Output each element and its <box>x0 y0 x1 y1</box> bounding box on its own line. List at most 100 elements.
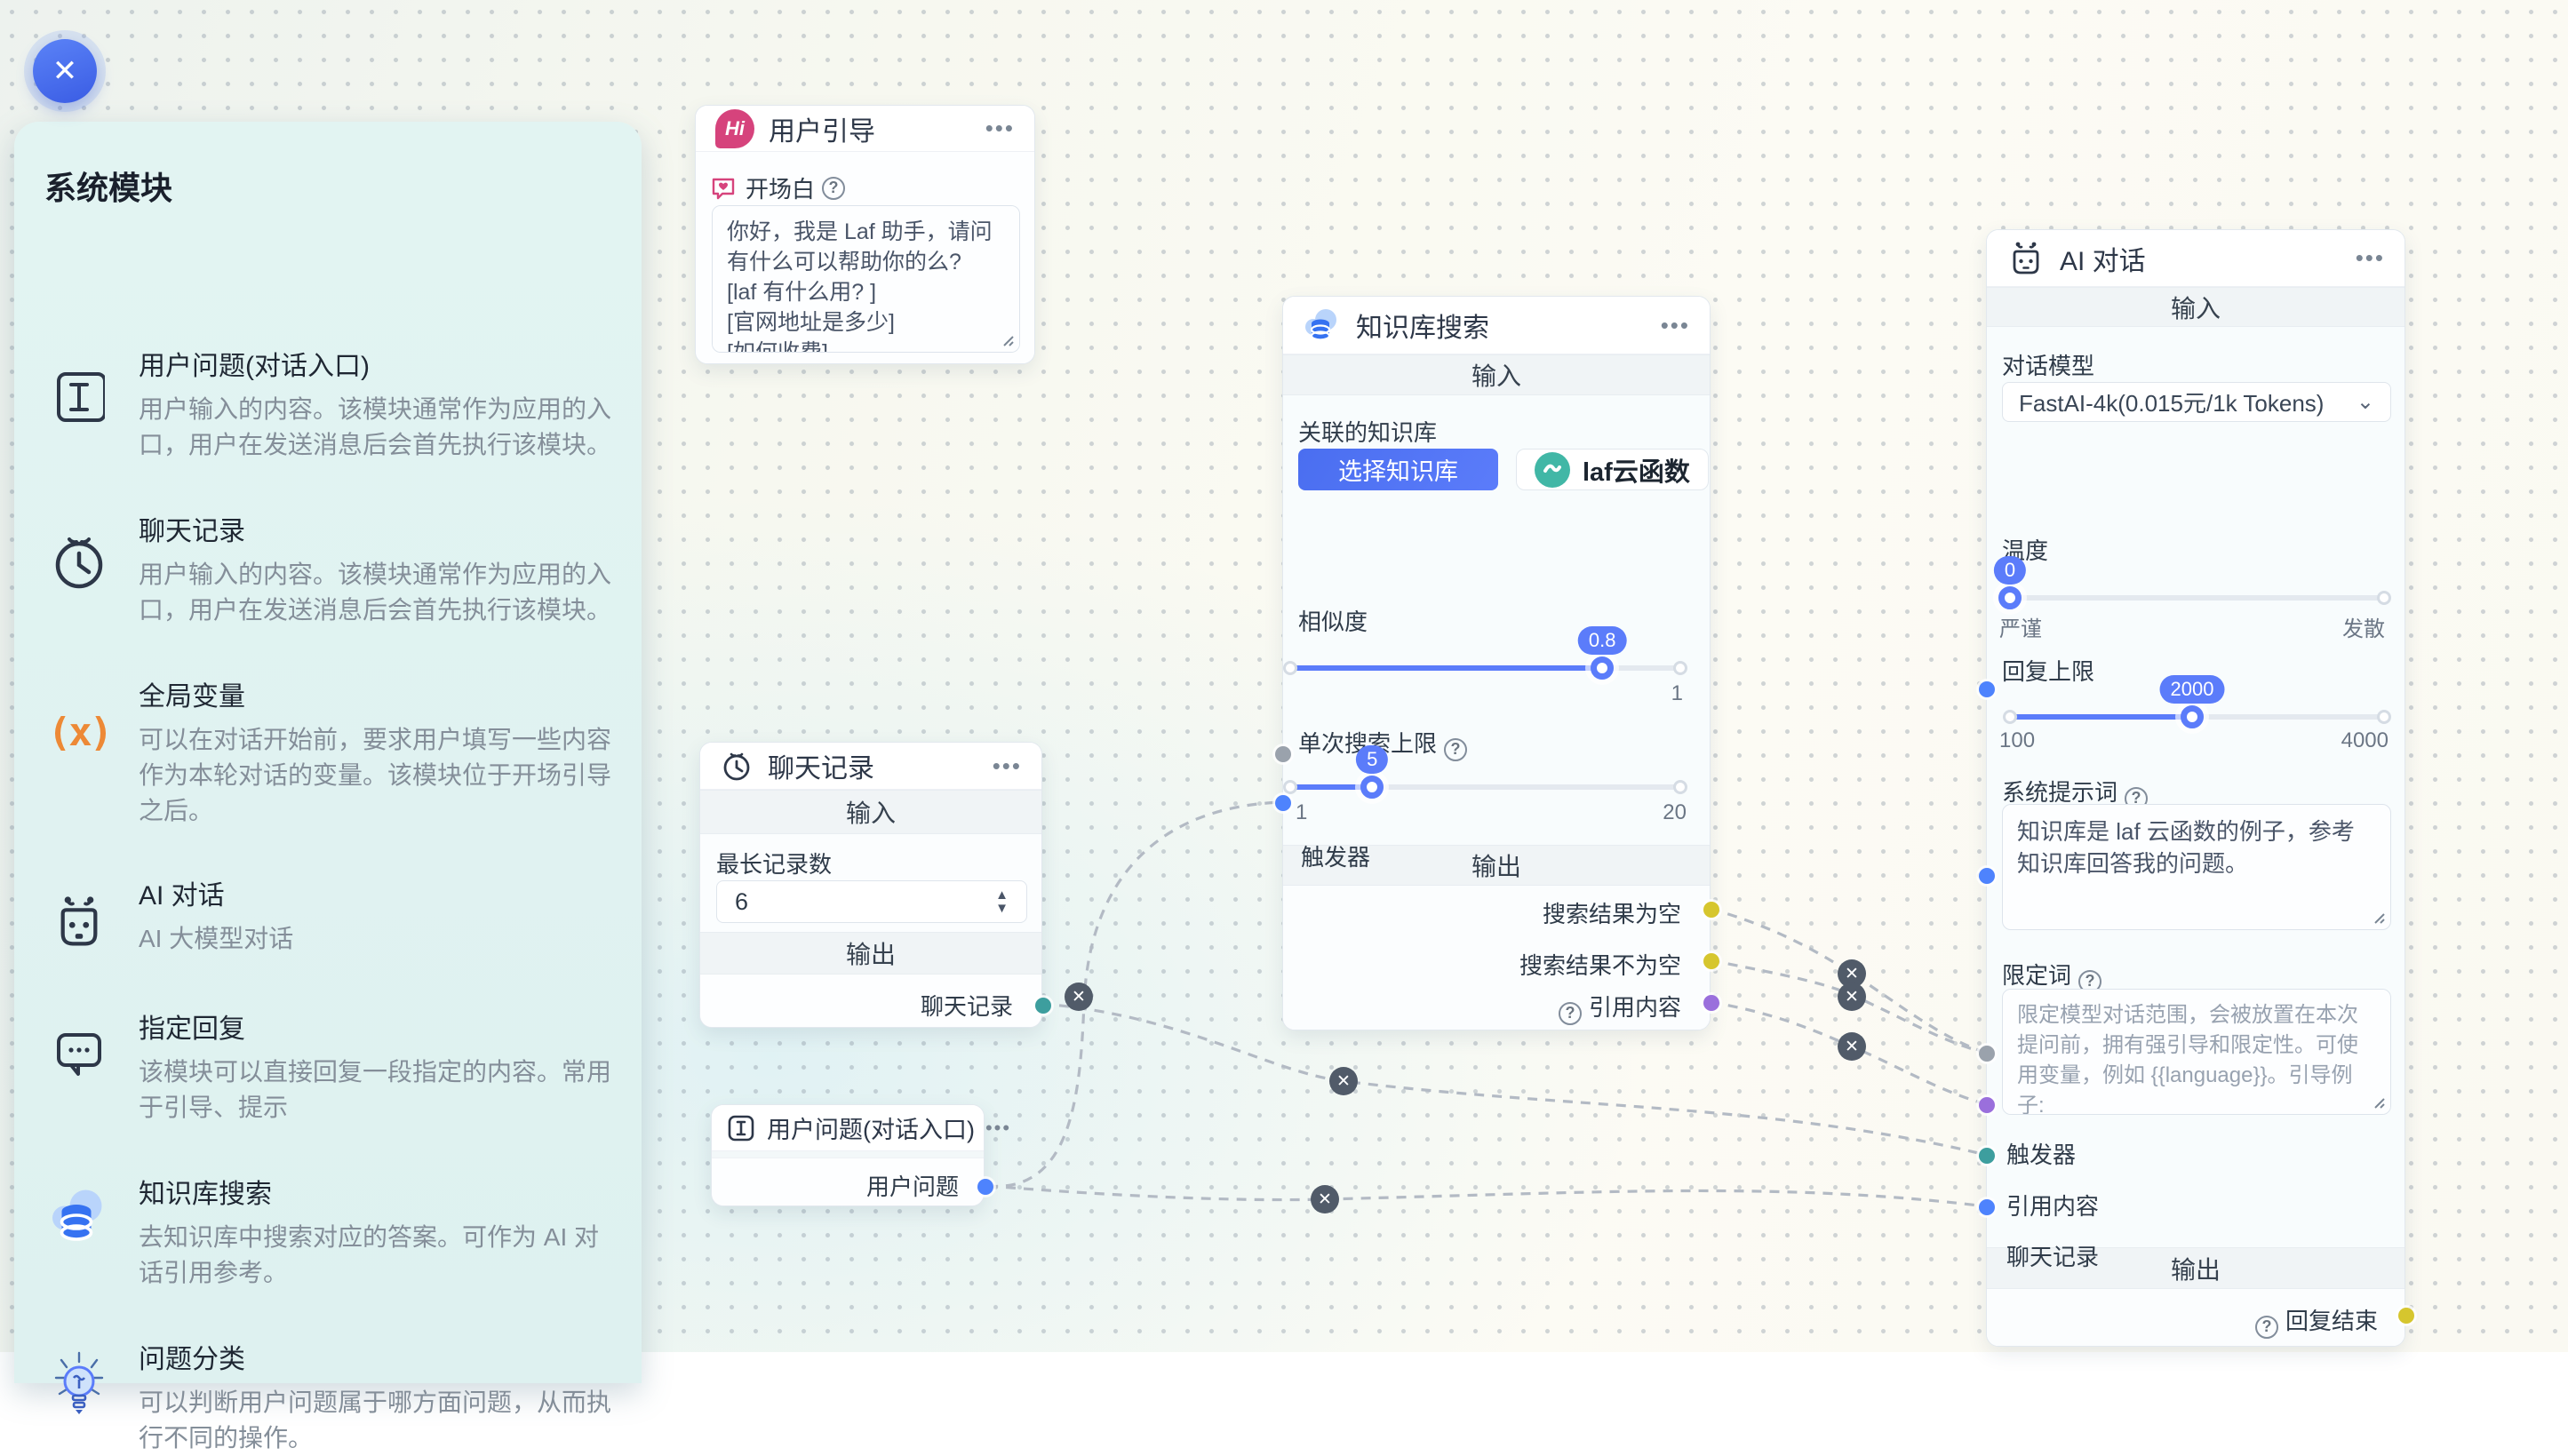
input-section-header: 输入 <box>1283 354 1710 395</box>
port-kb-empty-out[interactable] <box>1703 902 1719 918</box>
clock-icon <box>50 509 108 628</box>
port-ai-limit-in[interactable] <box>1979 868 1995 884</box>
model-select[interactable]: FastAI-4k(0.015元/1k Tokens) ⌄ <box>2002 382 2391 422</box>
dataset-label: 关联的知识库 <box>1298 419 1438 446</box>
port-ai-trigger-in[interactable] <box>1979 1046 1995 1062</box>
kb-output-quote-label: ?引用内容 <box>1558 990 1681 1025</box>
select-kb-button[interactable]: 选择知识库 <box>1298 449 1498 490</box>
max-tokens-label: 回复上限 <box>2002 658 2095 685</box>
module-desc: 可以判断用户问题属于哪方面问题，从而执行不同的操作。 <box>139 1388 612 1452</box>
step-down-icon: ▼ <box>995 901 1009 916</box>
port-kb-question-in[interactable] <box>1275 795 1291 811</box>
edge-delete-icon[interactable]: ✕ <box>1838 983 1866 1011</box>
module-item-user-question[interactable]: 用户问题(对话入口) 用户输入的内容。该模块通常作为应用的入口，用户在发送消息后… <box>50 344 618 463</box>
node-menu-button[interactable]: ••• <box>1660 311 1690 338</box>
port-chat-history-out[interactable] <box>1035 998 1051 1014</box>
port-ai-sysprompt-in[interactable] <box>1979 681 1995 697</box>
node-menu-button[interactable]: ••• <box>992 752 1022 779</box>
node-entry[interactable]: 用户问题(对话入口) ••• 用户问题 <box>711 1104 1009 1206</box>
kb-dataset-tag[interactable]: laf云函数 <box>1516 449 1709 490</box>
temperature-slider[interactable]: 0 <box>1993 556 2391 609</box>
node-chat-history[interactable]: 聊天记录 ••• 输入 最长记录数 6 ▲▼ 输出 聊天记录 <box>699 742 1051 1028</box>
ai-history-label: 聊天记录 <box>2006 1244 2100 1270</box>
edge-delete-icon[interactable]: ✕ <box>1329 1067 1358 1095</box>
output-user-question-label: 用户问题 <box>865 1174 959 1200</box>
output-section-header: 输出 <box>700 932 1041 975</box>
module-title: 指定回复 <box>139 1014 245 1044</box>
port-kb-notempty-out[interactable] <box>1703 953 1719 969</box>
close-panel-button[interactable]: ✕ <box>33 39 97 103</box>
edges-layer: ✕ ✕ ✕ ✕ ✕ ✕ <box>987 800 1987 1213</box>
input-section-header: 输入 <box>1987 287 2405 327</box>
robot-icon <box>2006 239 2046 278</box>
kb-search-icon <box>1303 306 1342 345</box>
module-title: 问题分类 <box>139 1345 245 1374</box>
resize-grip-icon[interactable] <box>999 331 1015 347</box>
node-title: 用户问题(对话入口) <box>767 1117 975 1143</box>
port-kb-trigger-in[interactable] <box>1275 746 1291 762</box>
ai-quote-label: 引用内容 <box>2006 1193 2100 1220</box>
help-icon[interactable]: ? <box>822 176 846 200</box>
system-prompt-textarea[interactable]: 知识库是 laf 云函数的例子，参考知识库回答我的问题。 <box>2002 804 2391 930</box>
similarity-slider[interactable]: 0.8 <box>1283 626 1687 680</box>
module-item-question-classify[interactable]: 问题分类 可以判断用户问题属于哪方面问题，从而执行不同的操作。 <box>50 1337 618 1456</box>
output-section-header: 输出 <box>1283 845 1710 886</box>
max-tokens-slider[interactable]: 2000 <box>2003 675 2391 728</box>
max-records-stepper[interactable]: 6 ▲▼ <box>716 880 1027 923</box>
module-desc: 该模块可以直接回复一段指定的内容。常用于引导、提示 <box>139 1058 612 1121</box>
limit-words-label: 限定词 <box>2002 962 2072 989</box>
search-limit-slider[interactable]: 5 <box>1283 745 1687 799</box>
help-icon[interactable]: ? <box>1444 737 1468 761</box>
reply-bubble-icon <box>50 1006 108 1126</box>
port-ai-quote-in[interactable] <box>1979 1097 1995 1113</box>
module-item-ai-chat[interactable]: AI 对话 AI 大模型对话 <box>50 873 618 957</box>
edge-delete-icon[interactable]: ✕ <box>1838 1032 1866 1061</box>
port-ai-history-in[interactable] <box>1979 1148 1995 1164</box>
node-kb-search[interactable]: 知识库搜索 ••• 输入 关联的知识库 选择知识库 laf云函数 相似度 0.8… <box>1275 296 1719 1030</box>
port-entry-question-out[interactable] <box>977 1179 993 1195</box>
node-user-guide[interactable]: Hi 用户引导 ••• 开场白 ? 你好，我是 Laf 助手，请问有什么可以帮助… <box>695 105 1035 364</box>
node-menu-button[interactable]: ••• <box>2355 244 2385 271</box>
edge-kb-empty-out <box>1710 907 1987 1054</box>
resize-grip-icon[interactable] <box>2370 909 2386 925</box>
output-section-header: 输出 <box>1987 1247 2405 1289</box>
temp-left-label: 严谨 <box>1999 617 2042 641</box>
kb-trigger-label: 触发器 <box>1301 844 1371 871</box>
clock-icon <box>720 749 754 783</box>
similarity-label: 相似度 <box>1298 609 1368 635</box>
node-title: 用户引导 <box>769 116 875 147</box>
help-icon: ? <box>1558 1001 1582 1025</box>
resize-grip-icon[interactable] <box>2370 1094 2386 1110</box>
node-title: 知识库搜索 <box>1356 314 1489 343</box>
module-desc: 可以在对话开始前，要求用户填写一些内容作为本轮对话的变量。该模块位于开场引导之后… <box>139 726 612 824</box>
kb-output-empty-label: 搜索结果为空 <box>1542 901 1681 927</box>
welcome-textarea[interactable]: 你好，我是 Laf 助手，请问有什么可以帮助你的么? [laf 有什么用? ] … <box>712 205 1020 353</box>
module-title: 知识库搜索 <box>139 1180 272 1209</box>
node-menu-button[interactable]: ••• <box>985 115 1015 141</box>
edge-delete-icon[interactable]: ✕ <box>1311 1185 1339 1213</box>
port-ai-question-in[interactable] <box>1979 1199 1995 1215</box>
lightbulb-icon <box>50 1337 108 1456</box>
module-item-fixed-reply[interactable]: 指定回复 该模块可以直接回复一段指定的内容。常用于引导、提示 <box>50 1006 618 1126</box>
edge-delete-icon[interactable]: ✕ <box>1065 983 1093 1011</box>
module-desc: 用户输入的内容。该模块通常作为应用的入口，用户在发送消息后会首先执行该模块。 <box>139 561 612 624</box>
port-kb-quote-out[interactable] <box>1703 995 1719 1011</box>
module-item-chat-history[interactable]: 聊天记录 用户输入的内容。该模块通常作为应用的入口，用户在发送消息后会首先执行该… <box>50 509 618 628</box>
text-cursor-icon <box>726 1113 756 1143</box>
node-menu-button[interactable]: ••• <box>985 1116 1012 1139</box>
kb-search-icon <box>50 1172 108 1291</box>
node-ai-chat[interactable]: AI 对话 ••• 输入 对话模型 FastAI-4k(0.015元/1k To… <box>1979 229 2414 1347</box>
welcome-label: 开场白 <box>746 176 816 203</box>
limit-words-textarea[interactable] <box>2002 989 2391 1115</box>
max-min-label: 100 <box>1999 728 2036 752</box>
robot-icon <box>50 873 108 957</box>
module-item-global-var[interactable]: (x) 全局变量 可以在对话开始前，要求用户填写一些内容作为本轮对话的变量。该模… <box>48 674 618 829</box>
module-item-kb-search[interactable]: 知识库搜索 去知识库中搜索对应的答案。可作为 AI 对话引用参考。 <box>50 1172 618 1291</box>
help-icon: ? <box>2254 1315 2278 1339</box>
module-panel: 系统模块 用户问题(对话入口) 用户输入的内容。该模块通常作为应用的入口，用户在… <box>14 122 642 1452</box>
temp-right-label: 发散 <box>2342 617 2385 641</box>
close-icon: ✕ <box>52 54 78 88</box>
port-ai-replyend-out[interactable] <box>2398 1308 2414 1324</box>
max-records-label: 最长记录数 <box>716 851 833 878</box>
